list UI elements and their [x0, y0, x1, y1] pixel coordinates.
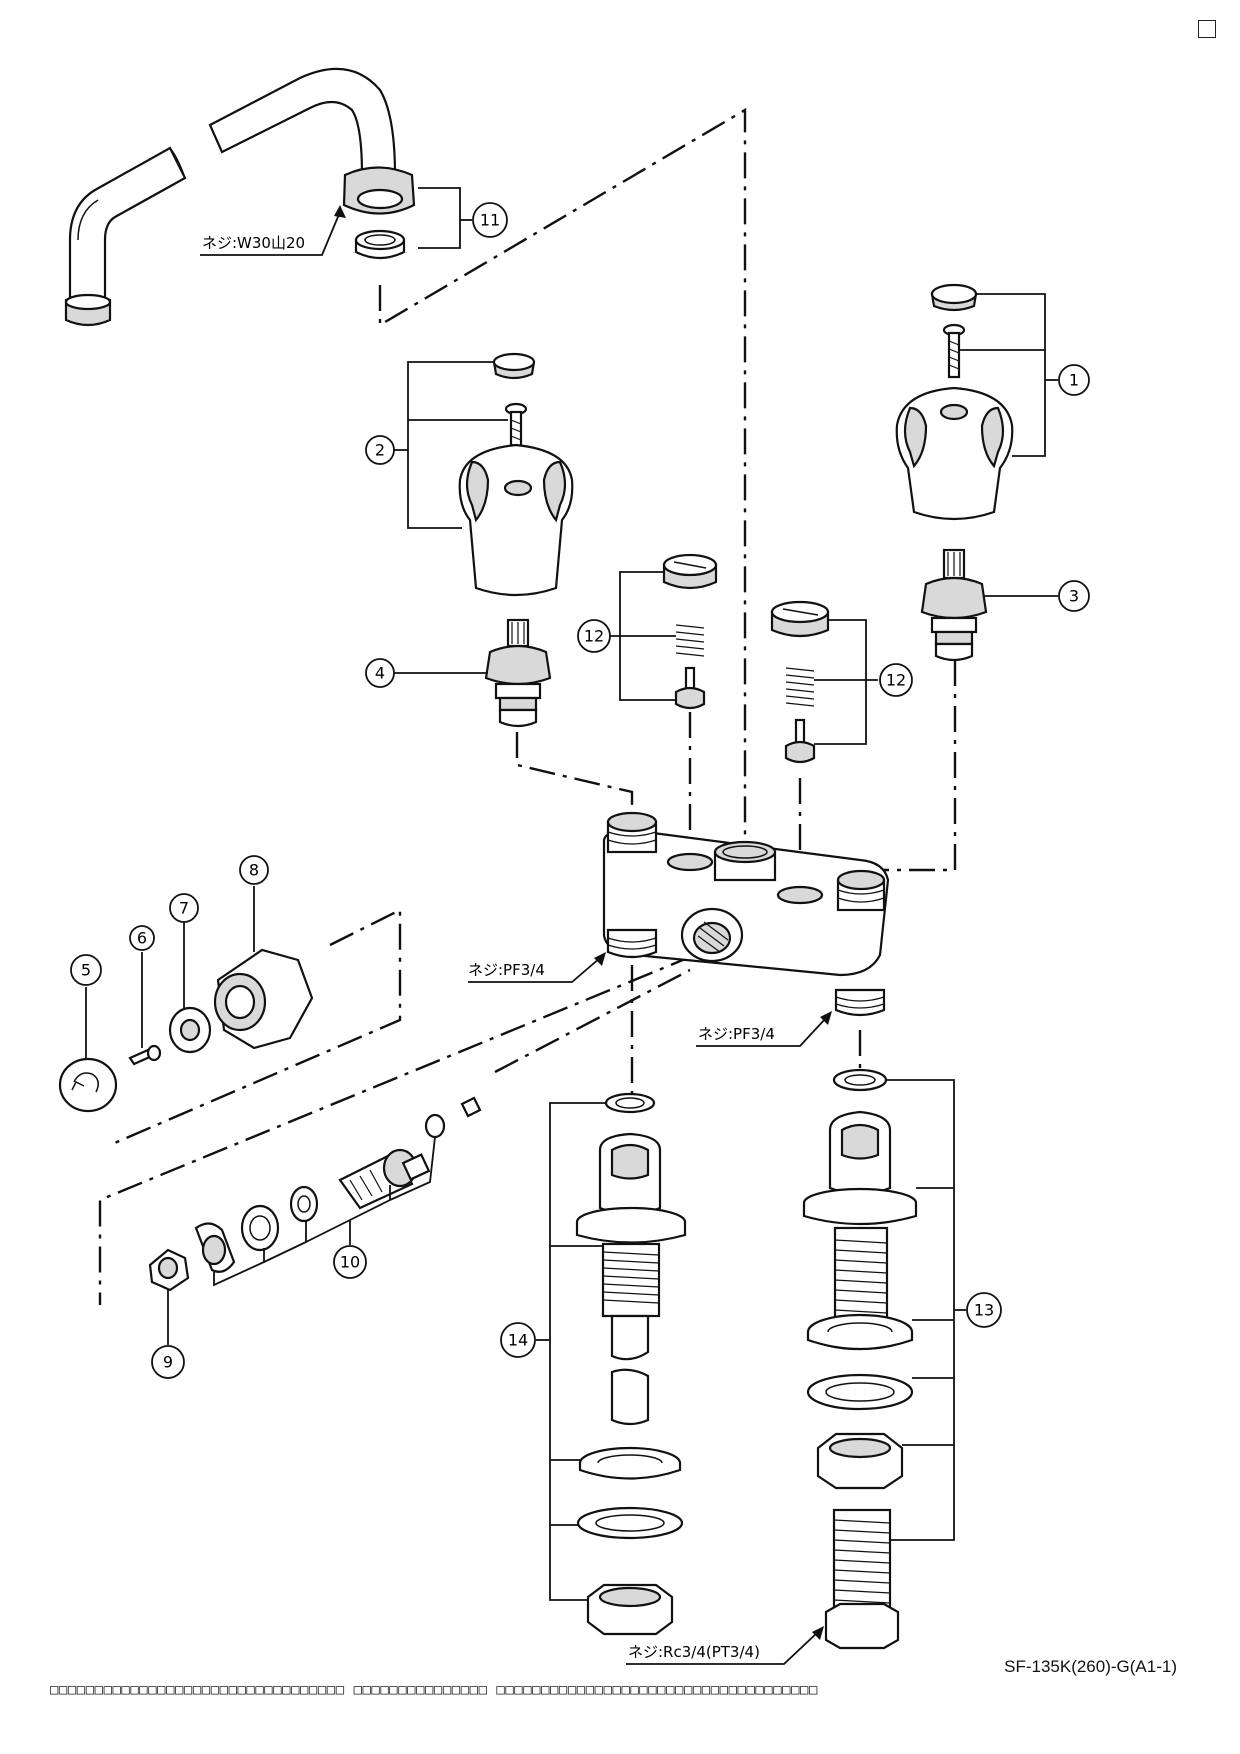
svg-text:10: 10: [340, 1253, 360, 1272]
callout-8: 8: [239, 855, 269, 885]
cartridge-right: [920, 548, 988, 662]
tap-parts-9-10: [148, 1096, 482, 1292]
svg-text:14: 14: [508, 1331, 528, 1350]
svg-text:13: 13: [974, 1301, 994, 1320]
cartridge-left: [484, 618, 552, 728]
connector-right: [802, 1068, 918, 1650]
callout-1: 1: [1058, 364, 1090, 396]
body-thread-note-left: ネジ:PF3/4: [468, 961, 545, 979]
callout-6: 6: [129, 925, 155, 951]
spout-pipe: [64, 67, 397, 327]
tap-parts-5-8: [58, 948, 314, 1113]
callout-13: 13: [966, 1292, 1002, 1328]
svg-text:12: 12: [886, 671, 906, 690]
handle-cap-right: [930, 283, 978, 312]
leader-lines: [85, 187, 1058, 1601]
callout-5: 5: [70, 954, 102, 986]
callout-11: 11: [472, 202, 508, 238]
svg-text:1: 1: [1069, 371, 1079, 390]
handle-right: [895, 386, 1014, 521]
vacuum-breaker-left: [662, 553, 718, 710]
spout-thread-note: ネジ:W30山20: [202, 234, 305, 252]
svg-text:11: 11: [480, 211, 500, 230]
callout-14: 14: [500, 1322, 536, 1358]
footer-text: □□□□□□□□□□□□□□□□□□□□□□□□□□□□□□□□□ □□□□□□…: [50, 1682, 818, 1698]
handle-cap-left: [492, 352, 536, 380]
connector-thread-note: ネジ:Rc3/4(PT3/4): [628, 1643, 760, 1661]
faucet-body: [602, 811, 890, 1017]
callout-12-right: 12: [879, 663, 913, 697]
spout-nut: [342, 166, 416, 215]
callout-3: 3: [1058, 580, 1090, 612]
svg-text:7: 7: [179, 899, 189, 918]
handle-screw-right: [942, 323, 966, 379]
callout-4: 4: [365, 658, 395, 688]
svg-text:4: 4: [375, 664, 385, 683]
callout-7: 7: [169, 893, 199, 923]
svg-text:3: 3: [1069, 587, 1079, 606]
callout-9: 9: [151, 1345, 185, 1379]
callout-2: 2: [365, 435, 395, 465]
svg-text:6: 6: [137, 929, 147, 948]
body-thread-note-right: ネジ:PF3/4: [698, 1025, 775, 1043]
corner-checkbox-glyph: [1198, 20, 1216, 38]
svg-text:12: 12: [584, 627, 604, 646]
handle-left: [458, 443, 574, 597]
model-code: SF-135K(260)-G(A1-1): [1004, 1657, 1177, 1676]
callout-12-left: 12: [577, 619, 611, 653]
spout-washer: [354, 229, 406, 260]
svg-text:5: 5: [81, 961, 91, 980]
callout-10: 10: [333, 1245, 367, 1279]
spec-leaders: [200, 205, 832, 1665]
svg-text:9: 9: [163, 1353, 173, 1372]
connector-left: [575, 1092, 687, 1636]
svg-text:8: 8: [249, 861, 259, 880]
vacuum-breaker-right: [770, 600, 830, 764]
svg-text:2: 2: [375, 441, 385, 460]
